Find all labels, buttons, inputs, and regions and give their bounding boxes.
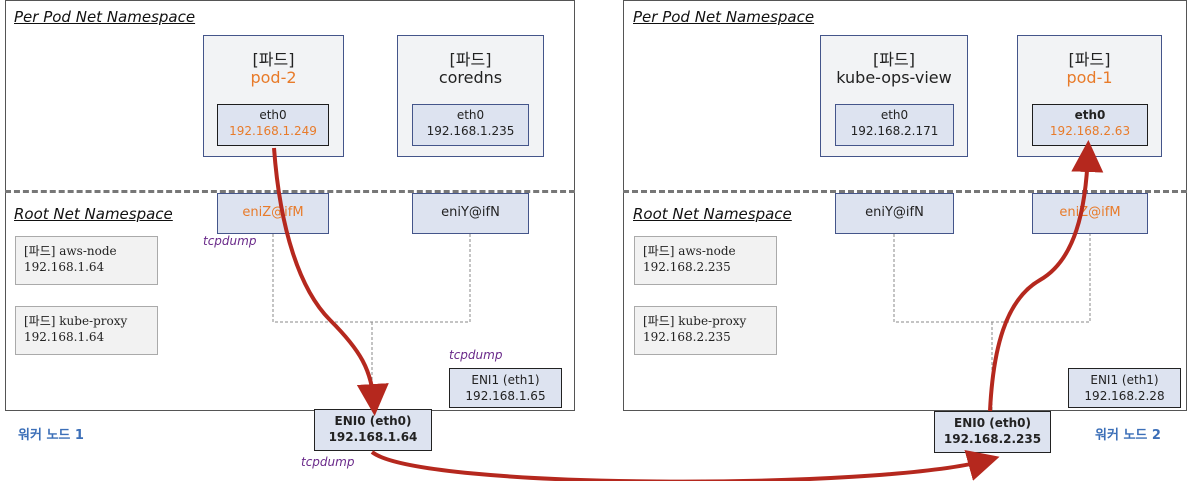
node2-veth-eniZ[interactable]: eniZ@ifM: [1032, 193, 1148, 234]
traffic-path-node2: [988, 140, 1104, 412]
eth-label: eth0: [1074, 108, 1106, 122]
node1-coredns-eth0[interactable]: eth0 192.168.1.235: [412, 104, 529, 146]
node1-pod-2-eth0[interactable]: eth0 192.168.1.249: [217, 104, 329, 146]
node2-pod-1-eth0[interactable]: eth0 192.168.2.63: [1032, 104, 1148, 146]
node1-tcpdump-eni1-label: tcpdump: [449, 348, 503, 362]
traffic-path-node1: [272, 147, 389, 416]
system-pod-name: [파드] kube-proxy: [643, 314, 747, 328]
pod-name: kube-ops-view: [836, 68, 952, 87]
node2-namespace-divider: [623, 190, 1187, 193]
node1-system-pod-aws-node[interactable]: [파드] aws-node 192.168.1.64: [15, 236, 158, 285]
system-pod-ip: 192.168.2.235: [643, 260, 731, 274]
system-pod-ip: 192.168.1.64: [24, 330, 105, 344]
system-pod-name: [파드] kube-proxy: [24, 314, 128, 328]
node2-per-pod-namespace-title: Per Pod Net Namespace: [633, 8, 815, 26]
pod-name: pod-2: [250, 68, 297, 87]
pod-kind-label: [파드]: [252, 50, 295, 69]
eni-label: ENI1 (eth1): [471, 373, 540, 387]
system-pod-ip: 192.168.1.64: [24, 260, 105, 274]
eth-ip: 192.168.1.249: [229, 124, 317, 138]
eni-label: ENI1 (eth1): [1090, 373, 1159, 387]
worker-node-1-label: 워커 노드 1: [18, 428, 84, 443]
eth-ip: 192.168.2.171: [850, 124, 939, 138]
eni-ip: 192.168.1.65: [465, 389, 546, 403]
node2-veth-eniY[interactable]: eniY@ifN: [835, 193, 954, 234]
node1-system-pod-kube-proxy[interactable]: [파드] kube-proxy 192.168.1.64: [15, 306, 158, 355]
system-pod-name: [파드] aws-node: [24, 244, 117, 258]
pod-kind-label: [파드]: [449, 50, 492, 69]
node2-system-pod-kube-proxy[interactable]: [파드] kube-proxy 192.168.2.235: [634, 306, 777, 355]
eni-label: ENI0 (eth0): [954, 416, 1031, 430]
traffic-path-between-nodes: [370, 449, 1000, 481]
node1-root-namespace-title: Root Net Namespace: [14, 205, 173, 223]
node1-eni0[interactable]: ENI0 (eth0) 192.168.1.64: [314, 409, 432, 451]
system-pod-name: [파드] aws-node: [643, 244, 736, 258]
worker-node-2-label: 워커 노드 2: [1095, 428, 1161, 443]
eth-label: eth0: [880, 108, 909, 122]
node2-kube-ops-view-eth0[interactable]: eth0 192.168.2.171: [835, 104, 954, 146]
node2-eni1[interactable]: ENI1 (eth1) 192.168.2.28: [1068, 368, 1181, 408]
node1-tcpdump-eni0-label: tcpdump: [301, 455, 355, 469]
eth-ip: 192.168.2.63: [1049, 124, 1131, 138]
node2-bridge-lines: [893, 234, 1091, 411]
node2-system-pod-aws-node[interactable]: [파드] aws-node 192.168.2.235: [634, 236, 777, 285]
eni-ip: 192.168.1.64: [328, 430, 418, 444]
node1-veth-eniZ[interactable]: eniZ@ifM: [217, 193, 329, 234]
eth-ip: 192.168.1.235: [426, 124, 515, 138]
eth-label: eth0: [259, 108, 287, 122]
node1-eni1[interactable]: ENI1 (eth1) 192.168.1.65: [449, 368, 562, 408]
eni-label: ENI0 (eth0): [334, 414, 412, 428]
node2-eni0[interactable]: ENI0 (eth0) 192.168.2.235: [934, 411, 1051, 453]
pod-kind-label: [파드]: [873, 50, 915, 69]
pod-kind-label: [파드]: [1068, 50, 1111, 69]
pod-name: pod-1: [1066, 68, 1113, 87]
node1-per-pod-namespace-title: Per Pod Net Namespace: [14, 8, 196, 26]
node1-namespace-divider: [5, 190, 575, 193]
eni-ip: 192.168.2.235: [943, 432, 1042, 446]
node1-veth-eniY[interactable]: eniY@ifN: [412, 193, 529, 234]
eth-label: eth0: [456, 108, 485, 122]
node2-root-namespace-title: Root Net Namespace: [633, 205, 792, 223]
node1-tcpdump-veth-label: tcpdump: [203, 234, 257, 248]
pod-name: coredns: [438, 68, 503, 87]
system-pod-ip: 192.168.2.235: [643, 330, 731, 344]
eni-ip: 192.168.2.28: [1084, 389, 1165, 403]
